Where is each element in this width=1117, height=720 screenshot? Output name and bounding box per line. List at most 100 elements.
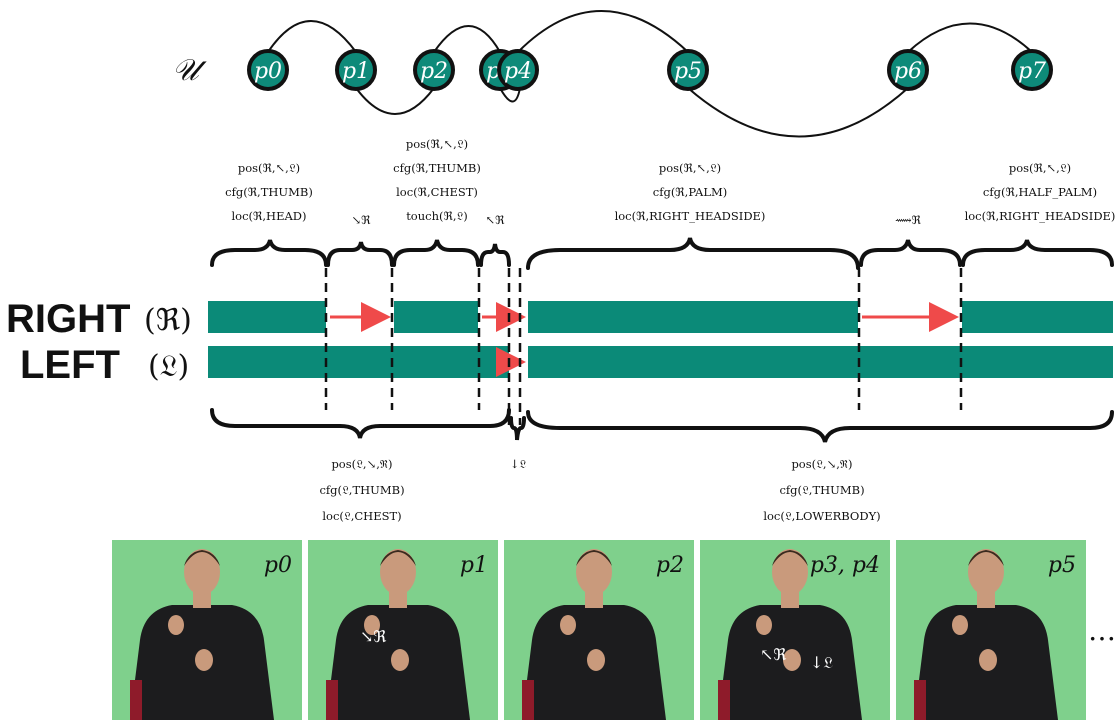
frame-overlay-annotation: ↖ℜ xyxy=(760,645,786,664)
node-label: p7 xyxy=(1018,59,1046,84)
signer-hand xyxy=(952,615,968,635)
node-circle xyxy=(247,49,289,91)
annotation-line: cfg(ℜ,THUMB) xyxy=(225,185,313,199)
signer-hair xyxy=(576,550,612,566)
movement-arrows xyxy=(330,302,959,377)
annotation-line: loc(ℜ,CHEST) xyxy=(396,185,478,199)
video-frame: p3, p4 ↖ℜ ↓𝔏 xyxy=(700,540,890,720)
frame-overlay-annotation: ↘ℜ xyxy=(360,627,386,646)
node-label: p2 xyxy=(420,59,448,84)
bottom-annotation: ↓𝔏 xyxy=(510,457,527,471)
signer-hand xyxy=(168,615,184,635)
annotation-line: loc(ℜ,RIGHT_HEADSIDE) xyxy=(965,209,1116,223)
right-segment xyxy=(962,301,1113,333)
signer-head xyxy=(772,549,808,595)
signer-hand xyxy=(195,649,213,671)
node-edges xyxy=(267,10,1033,138)
node-circle xyxy=(887,49,929,91)
node-p5: p5 xyxy=(667,49,709,91)
annotations-top: pos(ℜ,↖,𝔏)cfg(ℜ,THUMB)loc(ℜ,HEAD)↘ℜpos(ℜ… xyxy=(225,137,1115,227)
bottom-annotation: pos(𝔏,↘,ℜ)cfg(𝔏,THUMB)loc(𝔏,CHEST) xyxy=(319,457,404,523)
chair xyxy=(522,680,534,720)
annotation-line: cfg(ℜ,HALF_PALM) xyxy=(983,185,1097,199)
signer-hand xyxy=(783,649,801,671)
node-label: p0 xyxy=(254,59,282,84)
edge-p4-p5 xyxy=(517,10,689,53)
frame-label: p0 xyxy=(264,553,292,578)
node-p6: p6 xyxy=(887,49,929,91)
signer-neck xyxy=(193,590,211,608)
utterance-label: 𝒰 xyxy=(172,53,207,88)
edge-p6-p7 xyxy=(907,22,1033,53)
signer-hand xyxy=(587,649,605,671)
node-label: p4 xyxy=(504,59,532,84)
annotation-line: ⟿ℜ xyxy=(895,213,921,227)
signer-hair xyxy=(772,550,808,566)
left-segment xyxy=(208,346,509,378)
video-frame: p0 xyxy=(112,540,302,720)
node-label: p1 xyxy=(342,59,370,84)
signer-hand xyxy=(560,615,576,635)
segment-boundaries xyxy=(324,268,963,425)
left-hand-symbol: (𝔏) xyxy=(148,349,189,384)
signer-hair xyxy=(968,550,1004,566)
annotation-line: ↓𝔏 xyxy=(510,457,527,471)
node-circle xyxy=(413,49,455,91)
bottom-braces xyxy=(210,408,1114,443)
signer-hair xyxy=(380,550,416,566)
annotation-line: loc(𝔏,LOWERBODY) xyxy=(763,509,880,523)
node-circle xyxy=(497,49,539,91)
node-row: p0p1p2p3p4p5p6p7 xyxy=(247,49,1053,91)
chair xyxy=(326,680,338,720)
node-circle xyxy=(1011,49,1053,91)
right-hand-timeline xyxy=(208,301,1113,333)
chair xyxy=(718,680,730,720)
top-annotation: pos(ℜ,↖,𝔏)cfg(ℜ,THUMB)loc(ℜ,HEAD) xyxy=(225,161,313,223)
signer-neck xyxy=(977,590,995,608)
signer-hair xyxy=(184,550,220,566)
node-p1: p1 xyxy=(335,49,377,91)
edge-p5-p6 xyxy=(687,87,909,138)
video-frame: p1 ↘ℜ xyxy=(308,540,498,720)
signer-neck xyxy=(585,590,603,608)
frame-label: p1 xyxy=(460,553,488,578)
top-annotation: ↘ℜ xyxy=(352,213,372,227)
right-segment xyxy=(528,301,858,333)
signer-head xyxy=(184,549,220,595)
annotation-line: pos(ℜ,↖,𝔏) xyxy=(238,161,300,175)
annotation-line: cfg(ℜ,THUMB) xyxy=(393,161,481,175)
left-hand-label: LEFT xyxy=(20,343,120,387)
annotation-line: cfg(𝔏,THUMB) xyxy=(319,483,404,497)
signer-head xyxy=(968,549,1004,595)
node-p0: p0 xyxy=(247,49,289,91)
annotation-line: pos(𝔏,↘,ℜ) xyxy=(331,457,392,471)
frame-overlay-annotation: ↓𝔏 xyxy=(810,653,833,672)
node-p7: p7 xyxy=(1011,49,1053,91)
signer-head xyxy=(380,549,416,595)
signer-hand xyxy=(364,615,380,635)
annotation-line: ↖ℜ xyxy=(486,213,506,227)
top-annotation: ⟿ℜ xyxy=(895,213,921,227)
top-annotation: pos(ℜ,↖,𝔏)cfg(ℜ,HALF_PALM)loc(ℜ,RIGHT_HE… xyxy=(965,161,1116,223)
top-braces xyxy=(210,237,1114,270)
right-hand-symbol: (ℜ) xyxy=(144,303,192,338)
signer-hand xyxy=(391,649,409,671)
node-label: p6 xyxy=(894,59,922,84)
top-annotation: ↖ℜ xyxy=(486,213,506,227)
node-circle xyxy=(335,49,377,91)
edge-p0-p1 xyxy=(267,20,357,53)
annotation-line: loc(ℜ,RIGHT_HEADSIDE) xyxy=(615,209,766,223)
annotation-line: cfg(𝔏,THUMB) xyxy=(779,483,864,497)
chair xyxy=(914,680,926,720)
chair xyxy=(130,680,142,720)
frame-label: p3, p4 xyxy=(810,553,880,578)
ellipsis: … xyxy=(1088,614,1116,647)
node-circle xyxy=(667,49,709,91)
signer-hand xyxy=(979,649,997,671)
annotation-line: ↘ℜ xyxy=(352,213,372,227)
annotation-line: cfg(ℜ,PALM) xyxy=(653,185,727,199)
right-segment xyxy=(208,301,326,333)
left-segment xyxy=(528,346,1113,378)
